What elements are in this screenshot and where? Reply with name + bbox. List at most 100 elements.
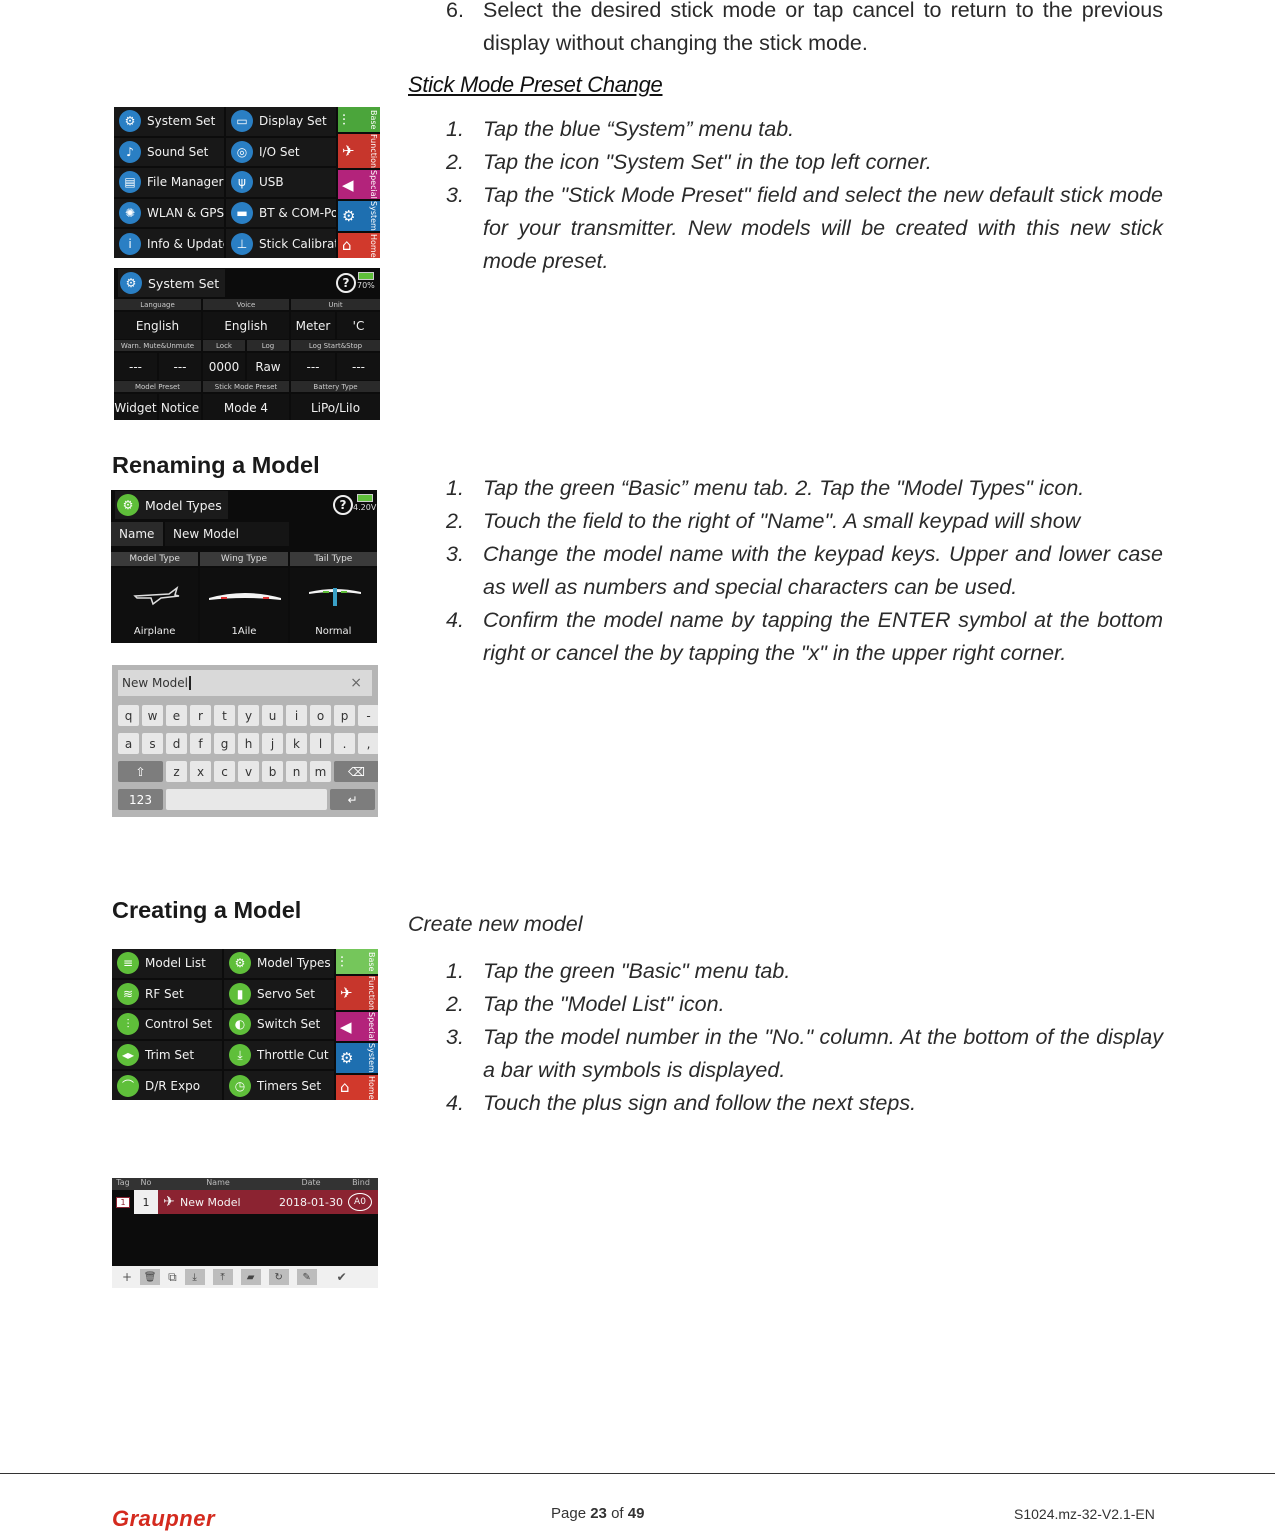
key: k: [286, 733, 307, 754]
megaphone-icon: ◀: [340, 1017, 352, 1036]
column-header: Tail Type: [289, 552, 377, 566]
tab-base: ⫶Base: [336, 949, 378, 975]
title-bar: ⚙Model Types: [111, 490, 377, 520]
key: t: [214, 705, 235, 726]
io-icon: ◎: [231, 140, 253, 163]
key-row-1: q w e r t y u i o p -: [118, 705, 378, 726]
step-text: Tap the green “Basic” menu tab. 2. Tap t…: [483, 476, 1085, 500]
menu-item-label: USB: [259, 175, 284, 190]
servo-icon: ▮: [229, 982, 251, 1005]
graupner-logo: Graupner: [112, 1506, 216, 1531]
voice-value: English: [203, 312, 289, 339]
battery-text: 70%: [357, 281, 375, 290]
plane-icon: ✈: [342, 142, 355, 161]
switch-icon: ◐: [229, 1013, 251, 1036]
plane-icon: ✈: [340, 984, 353, 1003]
trim-icon: ◂▸: [117, 1044, 139, 1067]
speaker-icon: ♪: [119, 140, 141, 163]
tail-icon: [308, 588, 361, 606]
menu-item-label: Trim Set: [145, 1048, 195, 1063]
airplane-icon: ✈: [163, 1194, 175, 1210]
name-input-text: New Model: [122, 676, 189, 690]
list-header: Tag No Name Date Bind: [112, 1178, 378, 1190]
menu-item-label: I/O Set: [259, 144, 300, 159]
side-tabs: ⫶Base ✈Function ◀Special ⚙System ⌂Home: [336, 949, 378, 1100]
menu-item-label: Switch Set: [257, 1017, 321, 1032]
usb-icon: ψ: [231, 171, 253, 194]
menu-item-usb: ψ USB: [226, 168, 336, 197]
key: v: [238, 761, 259, 782]
key: h: [238, 733, 259, 754]
column-header: Log Start&Stop: [291, 340, 380, 351]
column-header: Log: [247, 340, 289, 351]
step-text: Tap the green "Basic" menu tab.: [483, 959, 791, 983]
key: w: [142, 705, 163, 726]
side-tabs: ⫶Base ✈Function ◀Special ⚙System ⌂Home: [338, 107, 380, 258]
tab-label: System: [367, 1043, 376, 1073]
stick-mode-heading: Stick Mode Preset Change: [408, 72, 663, 97]
creating-steps: 1.Tap the green "Basic" menu tab. 2.Tap …: [408, 955, 1163, 1120]
tab-function: ✈Function: [336, 976, 378, 1011]
battery-icon: [356, 494, 373, 502]
tab-label: Base: [367, 951, 376, 972]
battery-indicator: 4.20V: [353, 494, 376, 512]
menu-item-label: Stick Calibrati..: [259, 236, 336, 251]
key: c: [214, 761, 235, 782]
unit-length-value: Meter: [291, 312, 335, 339]
menu-item-label: System Set: [147, 114, 216, 129]
tag-cell: 1: [112, 1190, 134, 1214]
step-text: Tap the "Stick Mode Preset" field and se…: [483, 183, 1163, 273]
column-header: No: [140, 1178, 152, 1187]
key: ,: [358, 733, 378, 754]
menu-item-wlan-gps: ✺WLAN & GPS: [114, 198, 224, 228]
gear-icon: ⚙: [117, 494, 139, 516]
key: b: [262, 761, 283, 782]
key: j: [262, 733, 283, 754]
step-text: Select the desired stick mode or tap can…: [483, 0, 1163, 55]
key: s: [142, 733, 163, 754]
menu-item-model-list: ≡Model List: [112, 949, 222, 978]
step-text: Tap the blue “System” menu tab.: [483, 117, 795, 141]
satellite-icon: ✺: [119, 202, 141, 225]
key: m: [310, 761, 331, 782]
menu-item-stick-calibration: ⊥Stick Calibrati..: [226, 229, 336, 258]
key: .: [334, 733, 355, 754]
gear-icon: ⚙: [342, 206, 356, 225]
step-text: Touch the field to the right of "Name". …: [483, 509, 1081, 533]
model-preset-notice: Notice: [159, 394, 201, 420]
enter-key-icon: ↵: [330, 789, 375, 810]
system-set-screenshot: ⚙System Set ? 70% Language Voice Unit En…: [114, 268, 380, 420]
sliders-icon: ⫶: [342, 110, 346, 129]
menu-item-label: RF Set: [145, 986, 184, 1001]
footer-divider: [0, 1473, 1275, 1474]
gear-icon: ⚙: [340, 1048, 354, 1067]
tab-label: Base: [369, 109, 378, 130]
menu-item-dr-expo: ⌒D/R Expo: [112, 1071, 222, 1100]
wing-type-cell: 1Aile: [200, 568, 288, 643]
tab-label: Home: [369, 233, 378, 258]
unit-temp-value: 'C: [337, 312, 380, 339]
stick-mode-steps: 1.Tap the blue “System” menu tab. 2.Tap …: [408, 113, 1163, 278]
list-icon: ≡: [117, 952, 139, 975]
upload-icon: ⤒: [212, 1269, 233, 1285]
tail-type-value: Normal: [315, 626, 352, 637]
throttle-icon: ⤓: [229, 1044, 251, 1067]
name-input: New Model×: [118, 670, 372, 696]
reset-icon: ↻: [268, 1269, 289, 1285]
screen-title: ⚙System Set: [118, 269, 226, 297]
screen-title-text: System Set: [148, 275, 220, 291]
column-header: Battery Type: [291, 381, 380, 392]
model-list-screenshot: Tag No Name Date Bind 1 1 ✈ New Model 20…: [112, 1178, 378, 1288]
menu-item-sound-set: ♪Sound Set: [114, 137, 224, 167]
step-text: Confirm the model name by tapping the EN…: [483, 608, 1163, 665]
gear-icon: ⚙: [119, 110, 141, 133]
step-text: Change the model name with the keypad ke…: [483, 542, 1163, 599]
step-text: Touch the plus sign and follow the next …: [483, 1091, 917, 1115]
key: q: [118, 705, 139, 726]
tab-label: Special: [369, 170, 378, 200]
menu-item-label: File Manager: [147, 175, 224, 190]
check-icon: ✔: [336, 1270, 347, 1284]
tag-badge: 1: [116, 1196, 130, 1208]
menu-item-throttle-cut: ⤓Throttle Cut: [224, 1040, 334, 1070]
menu-item-label: Model Types: [257, 956, 331, 971]
